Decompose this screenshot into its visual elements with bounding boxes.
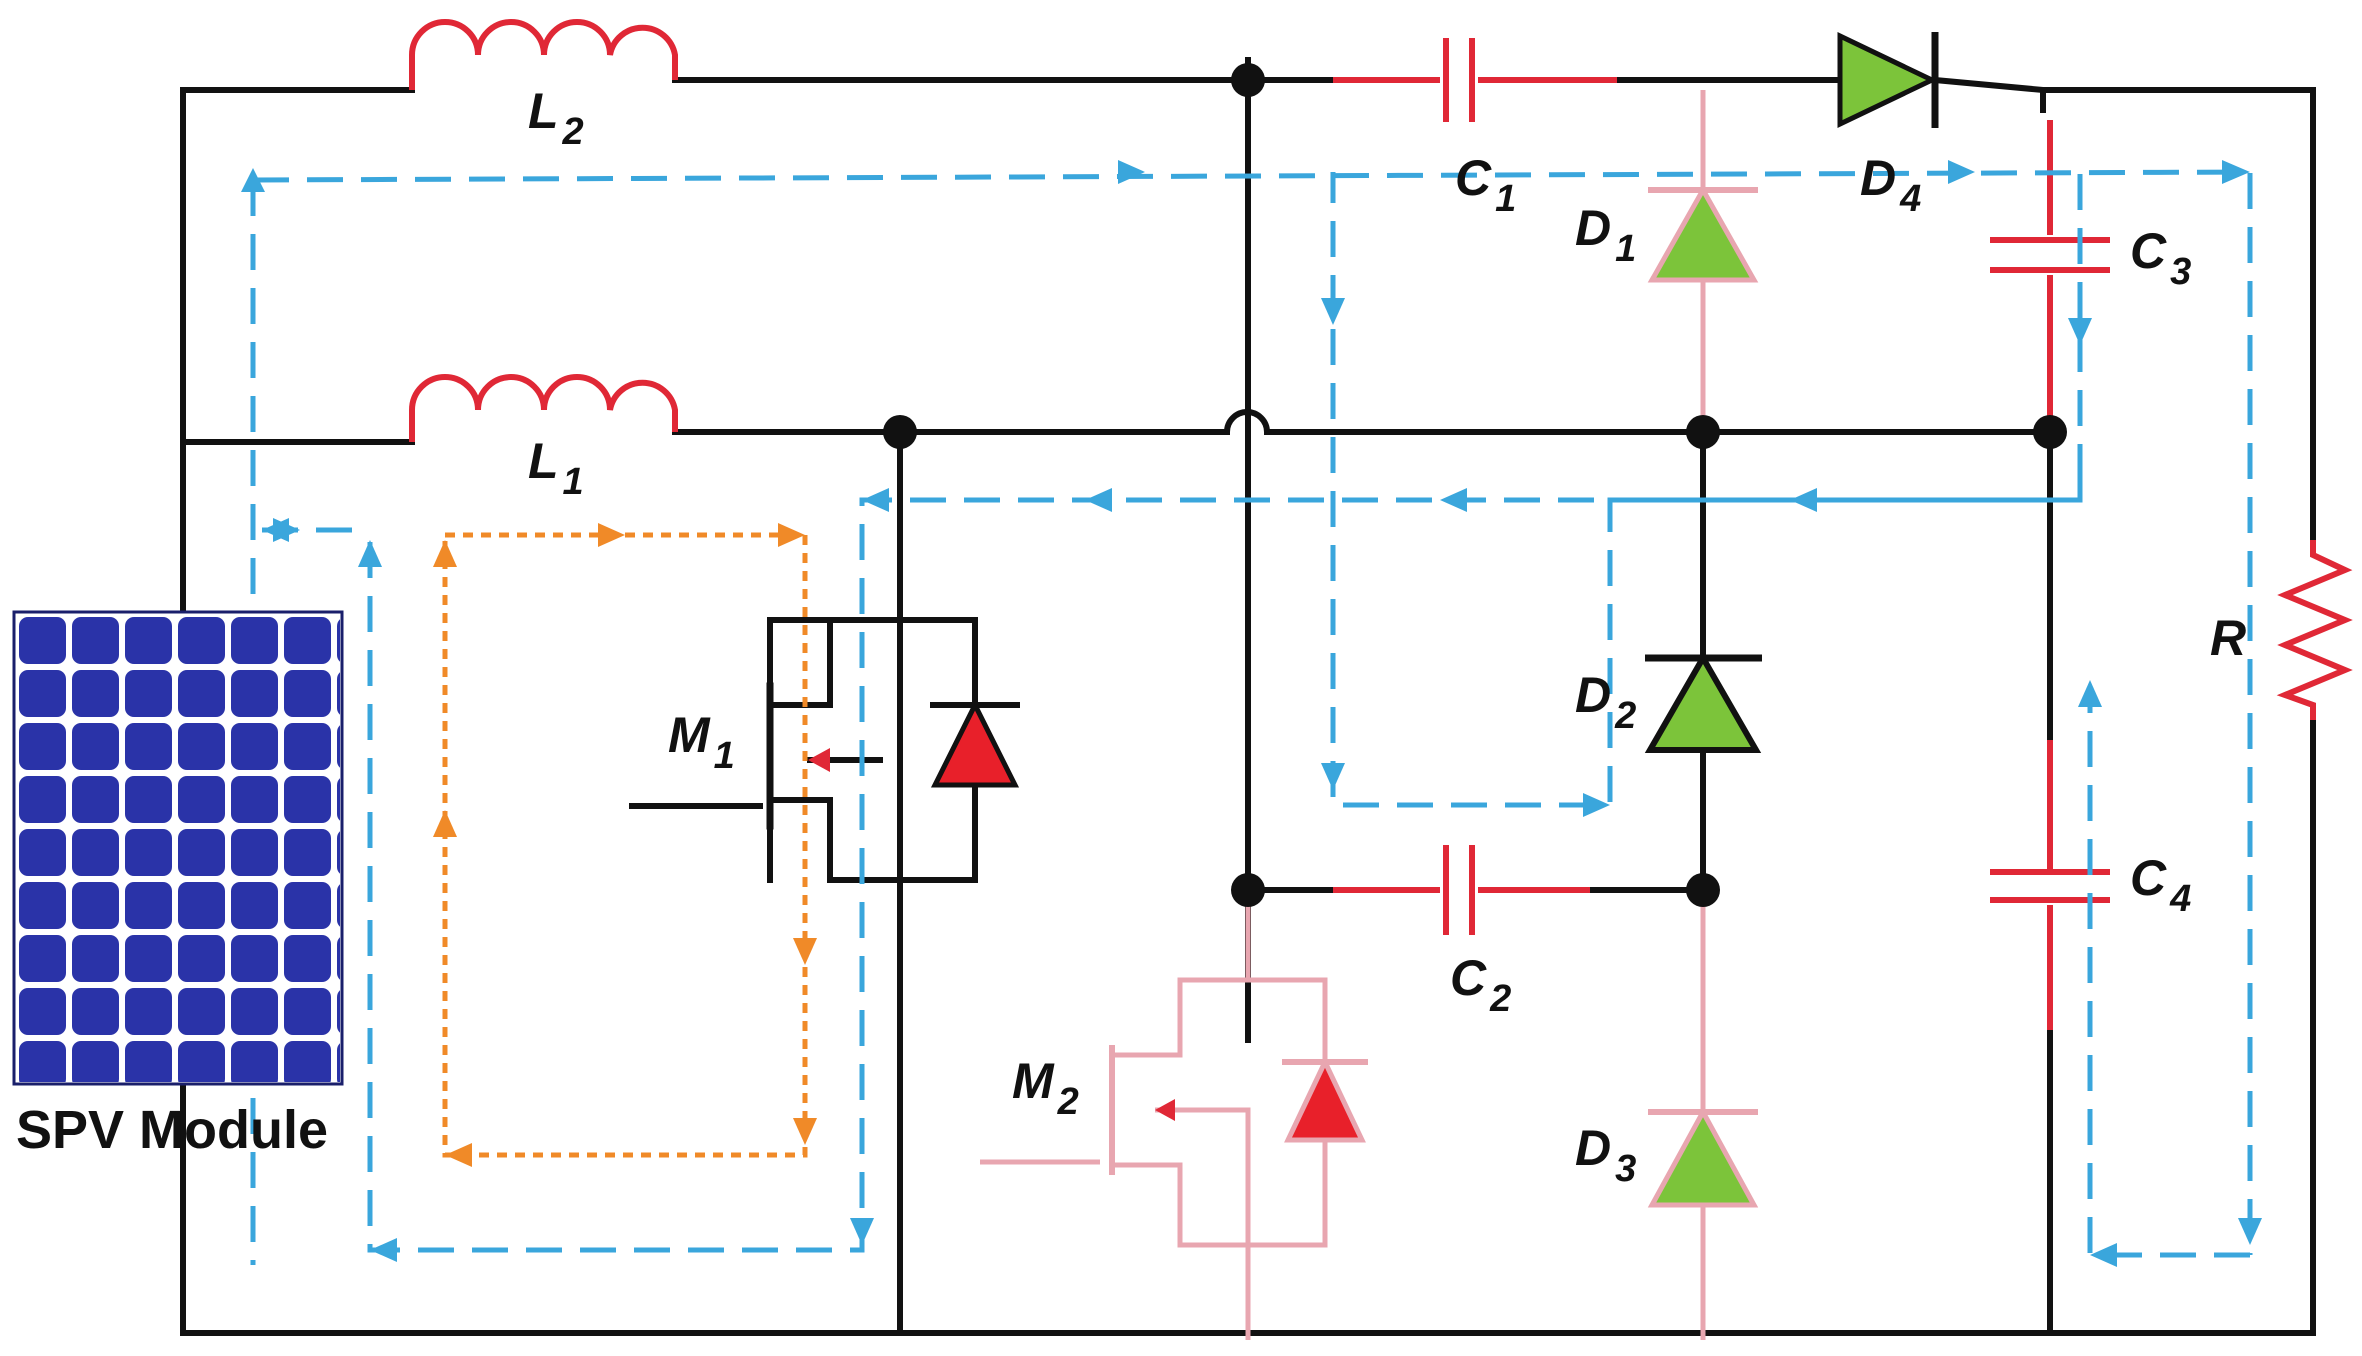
label-r: R: [2210, 610, 2246, 666]
current-path-blue: [250, 169, 2253, 1265]
orange-arrowheads: [433, 523, 817, 1167]
diode-d3: [1647, 890, 1759, 1340]
blue-arrowheads: [241, 160, 2262, 1267]
inductor-l2: [409, 19, 678, 90]
diode-d2: [1644, 651, 1762, 753]
spv-module-icon: [12, 610, 344, 1086]
mosfet-m2: [980, 890, 1328, 1340]
resistor-r: [2276, 540, 2353, 720]
m2-arrow-icon: [1155, 1099, 1175, 1121]
capacitor-c1: [1333, 38, 1617, 122]
inductor-l1: [409, 374, 678, 442]
current-path-orange: [442, 532, 808, 1158]
m2-body-diode: [1282, 1056, 1368, 1143]
m1-arrow-icon: [808, 748, 830, 772]
capacitor-c3: [1990, 120, 2110, 420]
main-wiring: [180, 57, 2316, 1336]
junction-dots: [883, 63, 2067, 907]
m1-body-diode: [930, 699, 1020, 788]
capacitor-c4: [1990, 740, 2110, 1030]
capacitor-c2: [1333, 845, 1590, 935]
diode-d4: [1617, 32, 1939, 128]
spv-module-label: SPV Module: [16, 1100, 328, 1160]
diode-d1: [1647, 90, 1759, 432]
